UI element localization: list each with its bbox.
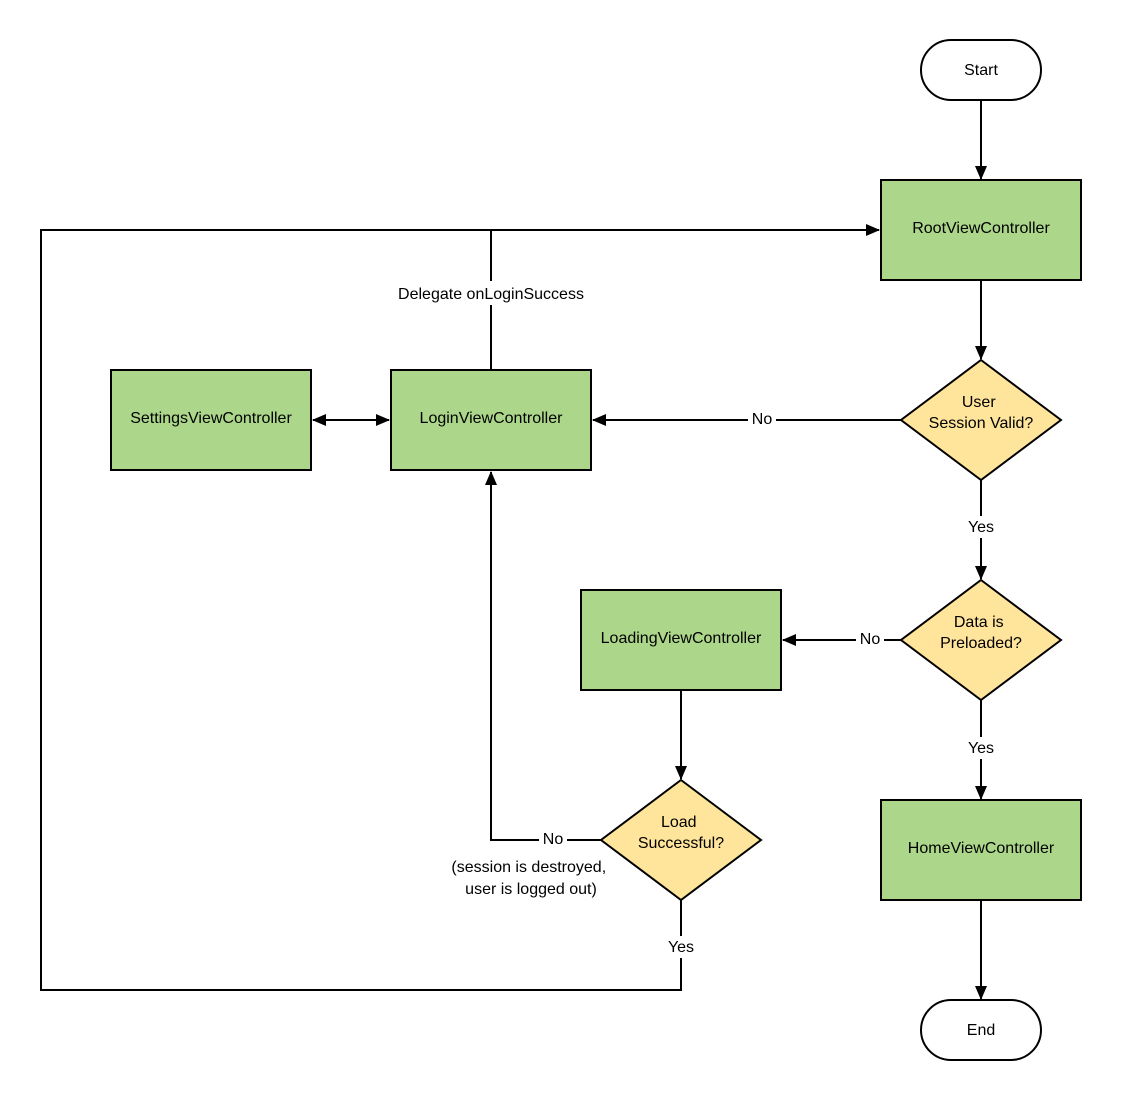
load-no-note: (session is destroyed, user is logged ou…	[451, 859, 610, 898]
session-no-label: No	[752, 411, 773, 428]
load-successful-line-1: Load	[661, 814, 697, 831]
session-yes-label: Yes	[968, 519, 994, 536]
node-start: Start	[920, 39, 1042, 101]
login-label: LoginViewController	[420, 410, 564, 427]
node-login-view-controller: LoginViewController	[390, 369, 592, 471]
load-no-note-line-1: (session is destroyed,	[451, 859, 606, 876]
home-label: HomeViewController	[908, 840, 1055, 857]
node-home-view-controller: HomeViewController	[880, 799, 1082, 901]
start-label: Start	[964, 62, 998, 79]
settings-label: SettingsViewController	[130, 410, 292, 427]
delegate-label: Delegate onLoginSuccess	[398, 286, 584, 303]
end-label: End	[967, 1022, 995, 1039]
load-no-note-line-2: user is logged out)	[465, 881, 597, 898]
edge-labels: Delegate onLoginSuccess No Yes No Yes No…	[380, 281, 1000, 958]
load-yes-label: Yes	[668, 939, 694, 956]
node-user-session-valid: User Session Valid?	[899, 358, 1063, 482]
session-valid-line-2: Session Valid?	[929, 415, 1034, 432]
data-preloaded-line-2: Preloaded?	[940, 635, 1022, 652]
data-preloaded-line-1: Data is	[954, 614, 1004, 631]
node-settings-view-controller: SettingsViewController	[110, 369, 312, 471]
preloaded-yes-label: Yes	[968, 740, 994, 757]
node-end: End	[920, 999, 1042, 1061]
edge-load-yes-to-root	[40, 229, 682, 991]
session-valid-label: User Session Valid?	[929, 394, 1034, 432]
node-loading-view-controller: LoadingViewController	[580, 589, 782, 691]
preloaded-no-label: No	[860, 631, 881, 648]
load-no-label: No	[543, 831, 564, 848]
node-root-view-controller: RootViewController	[880, 179, 1082, 281]
load-successful-line-2: Successful?	[638, 835, 724, 852]
loading-label: LoadingViewController	[601, 630, 762, 647]
node-data-preloaded: Data is Preloaded?	[899, 578, 1063, 702]
node-load-successful: Load Successful?	[599, 778, 763, 902]
edges	[40, 100, 987, 1000]
load-successful-label: Load Successful?	[638, 814, 724, 852]
data-preloaded-label: Data is Preloaded?	[940, 614, 1022, 652]
session-valid-line-1: User	[962, 394, 996, 411]
root-label: RootViewController	[912, 220, 1050, 237]
